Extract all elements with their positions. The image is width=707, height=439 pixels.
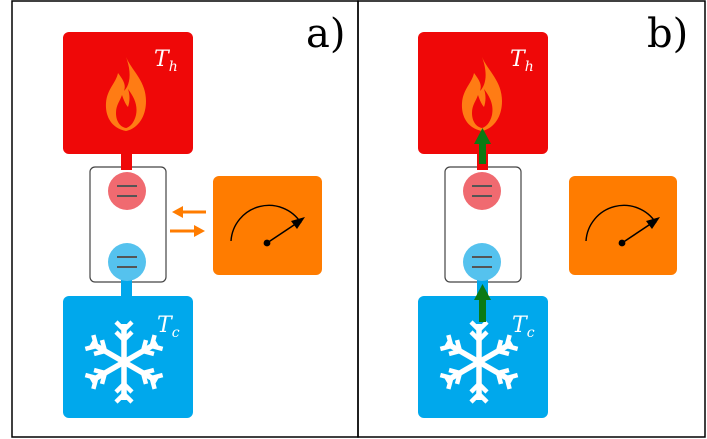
cold-reservoir: Tc xyxy=(63,296,193,418)
arrow-up-icon xyxy=(474,284,491,300)
hot-temp-label: Th xyxy=(154,47,178,75)
panel-b: b) Th Tc xyxy=(357,0,706,438)
cold-reservoir: Tc xyxy=(418,296,548,418)
excited-level xyxy=(108,172,146,210)
cold-temp-label: Tc xyxy=(157,313,180,341)
panel-b-label: b) xyxy=(647,11,688,57)
panel-a-label: a) xyxy=(306,11,345,57)
arrow-right-icon xyxy=(194,225,205,237)
panel-b-frame xyxy=(357,0,706,438)
arrow-up-icon xyxy=(474,128,491,144)
panel-a: a) Th Tc xyxy=(11,0,359,438)
ground-level xyxy=(108,243,146,281)
hot-connector xyxy=(121,148,132,170)
work-storage xyxy=(213,176,322,275)
work-storage xyxy=(569,176,677,275)
cold-connector xyxy=(121,278,132,300)
excited-level xyxy=(463,172,501,210)
heat-flow-arrows xyxy=(474,128,491,322)
hot-reservoir: Th xyxy=(63,32,193,154)
arrow-left-icon xyxy=(172,206,183,218)
cold-temp-label: Tc xyxy=(512,313,535,341)
ground-level xyxy=(463,243,501,281)
hot-flow-shaft xyxy=(479,142,486,164)
cold-flow-shaft xyxy=(479,298,486,322)
work-exchange-arrows xyxy=(170,206,206,237)
hot-reservoir: Th xyxy=(418,32,548,154)
hot-temp-label: Th xyxy=(510,47,534,75)
